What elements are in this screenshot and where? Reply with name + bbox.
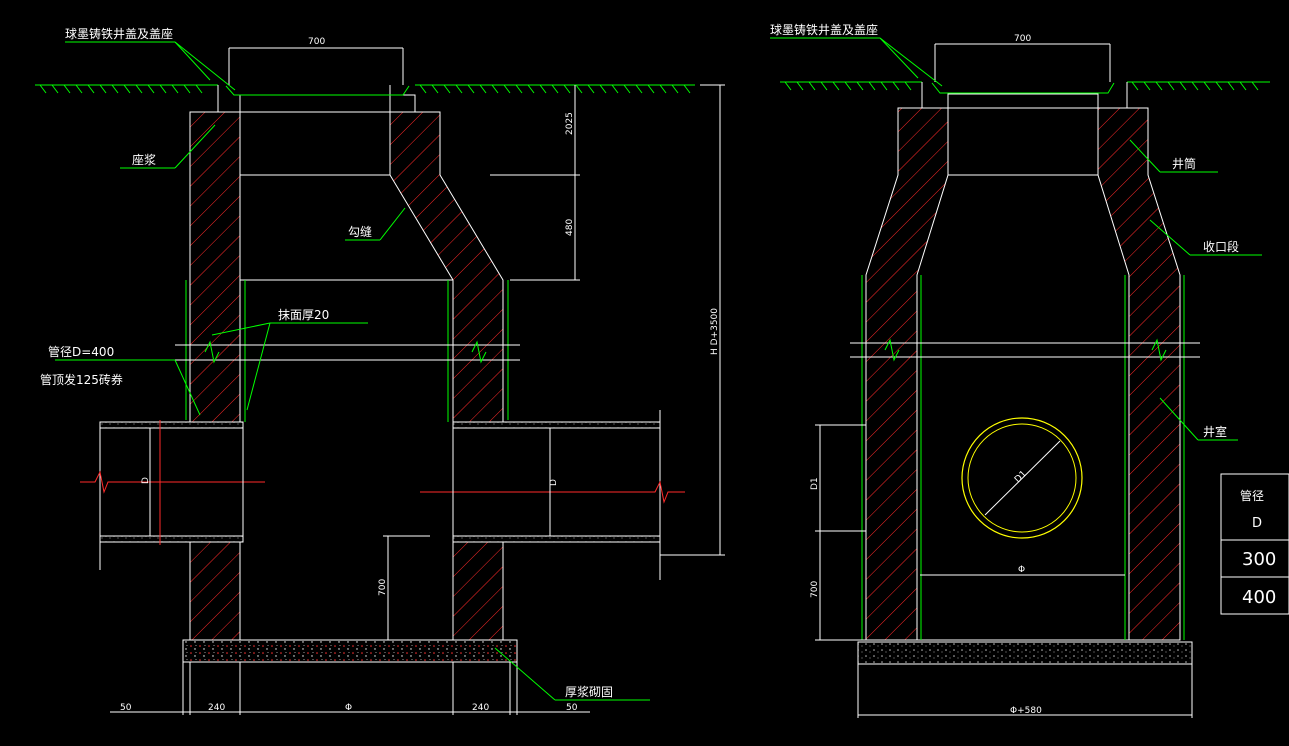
- table-row-400: 400: [1242, 587, 1276, 608]
- label-chamber: 井室: [1203, 424, 1227, 439]
- wall-right-elev-right: [1097, 107, 1181, 641]
- ground-line-right: [780, 81, 1270, 91]
- leaders-left: [55, 41, 650, 701]
- dim-b4: 240: [472, 703, 489, 713]
- label-cone-section: 收口段: [1203, 239, 1239, 254]
- ground-line-left: [35, 84, 695, 94]
- dim-sump-left: 700: [378, 579, 388, 596]
- base-slab-right: [857, 641, 1193, 665]
- table-header-2: D: [1252, 516, 1262, 531]
- inner-lines-left: [185, 111, 509, 422]
- label-neck: 井筒: [1172, 156, 1196, 171]
- wall-right-lower: [452, 541, 504, 641]
- dim-b3: Φ: [345, 703, 352, 713]
- label-cover-left: 球墨铸铁井盖及盖座: [65, 26, 173, 41]
- wall-right-cone: [389, 111, 504, 423]
- dim-cover-left: 700: [308, 37, 325, 47]
- pipe-opening: [961, 417, 1083, 539]
- wall-left-lower: [189, 541, 241, 641]
- wall-right-elev-left: [865, 107, 949, 641]
- dim-b5: 50: [566, 703, 578, 713]
- break-line-left: [175, 340, 520, 364]
- leaders-right: [770, 37, 1262, 441]
- manhole-cover-right: [921, 43, 1128, 109]
- break-line-right: [850, 338, 1200, 362]
- pipe-size-table: 管径 D 300 400: [1220, 473, 1289, 615]
- dim-pipe-right: D: [549, 479, 559, 486]
- dim-cone: 480: [565, 219, 575, 236]
- elevation-view: 球墨铸铁井盖及盖座 井筒 收口段 井室 700 D1 D1 700 Φ Φ+58…: [770, 22, 1270, 718]
- table-row-300: 300: [1242, 549, 1276, 570]
- section-view: 球墨铸铁井盖及盖座 座浆 勾缝 抹面厚20 管径D=400 管顶发125砖券 厚…: [35, 26, 725, 715]
- label-brick-arch: 管顶发125砖券: [40, 372, 123, 387]
- manhole-cover-left: [217, 47, 416, 113]
- dim-b1: 50: [120, 703, 132, 713]
- dim-pipe-diameter: D1: [1013, 469, 1029, 485]
- label-base: 厚浆砌固: [565, 684, 613, 699]
- table-header-1: 管径: [1240, 488, 1264, 503]
- base-slab-left: [182, 639, 518, 663]
- dimension-lines-right: [815, 424, 1193, 718]
- label-cone-joint: 勾缝: [348, 224, 372, 239]
- dim-shaft: 2025: [565, 112, 575, 135]
- label-plaster: 抹面厚20: [278, 308, 329, 322]
- label-seat: 座浆: [132, 152, 156, 167]
- dim-base-width: Φ+580: [1010, 706, 1042, 716]
- label-cover-right: 球墨铸铁井盖及盖座: [770, 22, 878, 37]
- dim-total-height: H D+3500: [710, 308, 720, 355]
- dimension-lines-left: [110, 84, 725, 715]
- dim-inner-diameter: Φ: [1018, 565, 1025, 575]
- dim-cover-right: 700: [1014, 34, 1031, 44]
- label-pipe-dia: 管径D=400: [48, 344, 114, 359]
- pipe-right: [420, 410, 685, 580]
- dim-b2: 240: [208, 703, 225, 713]
- dim-pipe-right-view: D1: [810, 477, 820, 490]
- pipe-left: [80, 420, 265, 570]
- wall-left-upper: [189, 111, 241, 423]
- dim-pipe-left: D: [141, 477, 151, 484]
- inner-lines-right: [861, 107, 1185, 641]
- dim-sump-right: 700: [810, 581, 820, 598]
